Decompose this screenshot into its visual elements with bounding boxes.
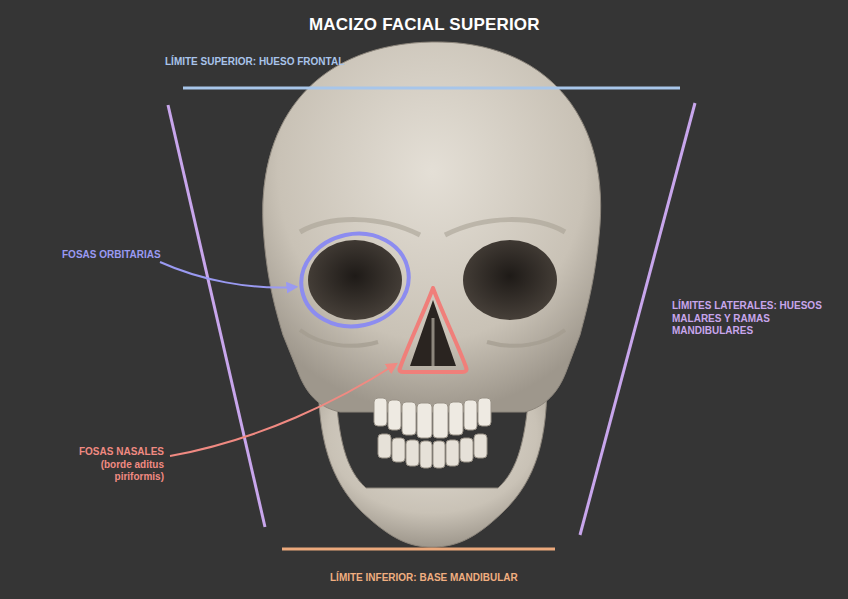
lower-teeth (378, 434, 487, 468)
label-text: FOSAS ORBITARIAS (62, 249, 161, 262)
orbit-outline (293, 224, 418, 336)
nasal-cavity (410, 300, 456, 366)
orbit (308, 240, 402, 320)
cranium (263, 42, 601, 412)
upper-limit-line (183, 87, 680, 90)
leader-arrow (160, 262, 296, 288)
diagram-title: MACIZO FACIAL SUPERIOR (309, 14, 540, 35)
leader-arrow (170, 364, 396, 456)
label-text: LÍMITES LATERALES: HUESOS MALARES Y RAMA… (672, 300, 832, 338)
label-text: LÍMITE INFERIOR: BASE MANDIBULAR (330, 572, 518, 585)
upper-teeth (374, 398, 491, 438)
label-text: FOSAS NASALES (borde aditus piriformis) (62, 446, 164, 484)
label-text: LÍMITE SUPERIOR: HUESO FRONTAL (165, 56, 344, 69)
orbit (463, 240, 557, 320)
nasal-outline (400, 288, 467, 372)
lateral-limit-line (168, 105, 265, 527)
lower-limit-line (282, 548, 555, 551)
